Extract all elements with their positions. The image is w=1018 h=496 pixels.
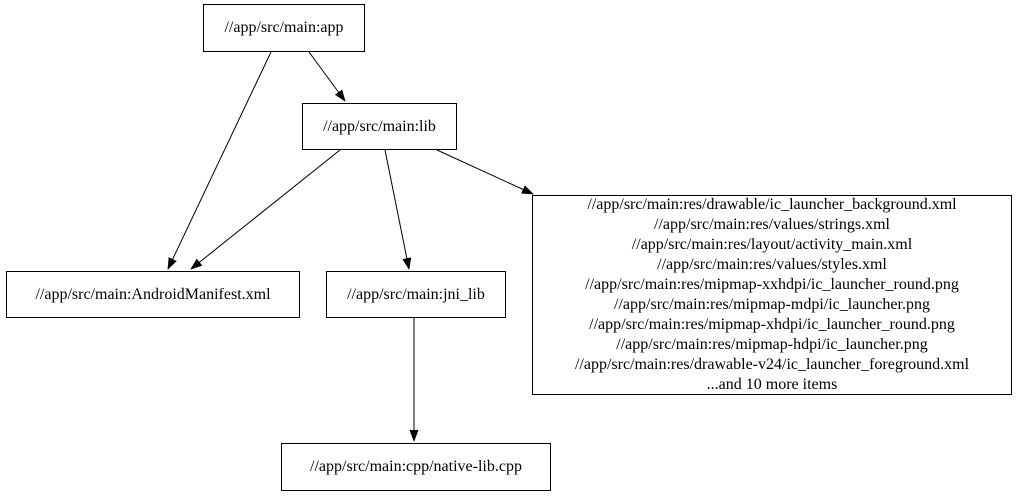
edge-lib-to-jni-lib	[384, 149, 412, 270]
node-app-label: //app/src/main:app	[224, 19, 344, 36]
edge-lib-to-manifest	[190, 149, 341, 270]
node-app: //app/src/main:app	[203, 4, 365, 52]
edge-app-to-lib	[308, 51, 346, 102]
node-lib-label: //app/src/main:lib	[323, 117, 436, 135]
res-group-line: //app/src/main:res/mipmap-hdpi/ic_launch…	[616, 336, 928, 353]
node-native-lib-cpp: //app/src/main:cpp/native-lib.cpp	[281, 443, 551, 491]
res-group-line: //app/src/main:res/layout/activity_main.…	[631, 236, 913, 253]
res-group-line: //app/src/main:res/values/strings.xml	[654, 216, 890, 233]
res-group-line: //app/src/main:res/drawable/ic_launcher_…	[587, 196, 957, 213]
node-android-manifest-label: //app/src/main:AndroidManifest.xml	[35, 285, 271, 303]
node-res-group: //app/src/main:res/drawable/ic_launcher_…	[532, 195, 1012, 395]
node-android-manifest: //app/src/main:AndroidManifest.xml	[6, 271, 300, 318]
node-lib: //app/src/main:lib	[302, 103, 457, 150]
res-group-line: //app/src/main:res/values/styles.xml	[657, 256, 887, 273]
edge-app-to-manifest	[167, 51, 272, 270]
res-group-line: //app/src/main:res/drawable-v24/ic_launc…	[574, 356, 970, 373]
res-group-line: //app/src/main:res/mipmap-xxhdpi/ic_laun…	[585, 276, 959, 293]
node-native-lib-cpp-label: //app/src/main:cpp/native-lib.cpp	[310, 458, 522, 475]
node-jni-lib-label: //app/src/main:jni_lib	[347, 285, 485, 303]
res-group-line: //app/src/main:res/mipmap-mdpi/ic_launch…	[614, 296, 930, 313]
node-jni-lib: //app/src/main:jni_lib	[326, 271, 506, 318]
res-group-line: //app/src/main:res/mipmap-xhdpi/ic_launc…	[589, 316, 955, 333]
edge-lib-to-res-group	[436, 149, 534, 195]
res-group-more-items: ...and 10 more items	[706, 376, 838, 393]
